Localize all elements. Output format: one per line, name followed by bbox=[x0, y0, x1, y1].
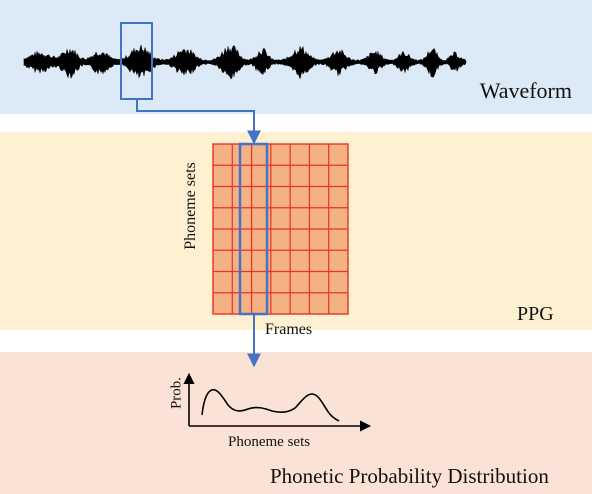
ppg-y-axis-label: Phoneme sets bbox=[182, 162, 199, 250]
waveform-label: Waveform bbox=[479, 78, 572, 103]
distribution-curve bbox=[201, 388, 340, 422]
connector-waveform-to-ppg bbox=[136, 99, 261, 145]
ppg-label: PPG bbox=[517, 303, 554, 325]
distribution-x-axis-label: Phoneme sets bbox=[228, 434, 311, 450]
distribution-band bbox=[0, 352, 592, 494]
distribution-y-axis-label: Prob. bbox=[168, 376, 185, 410]
waveform-signal bbox=[23, 44, 467, 80]
distribution-label: Phonetic Probability Distribution bbox=[270, 464, 549, 488]
ppg-x-axis-label: Frames bbox=[265, 321, 313, 338]
ppg-grid bbox=[212, 143, 349, 315]
